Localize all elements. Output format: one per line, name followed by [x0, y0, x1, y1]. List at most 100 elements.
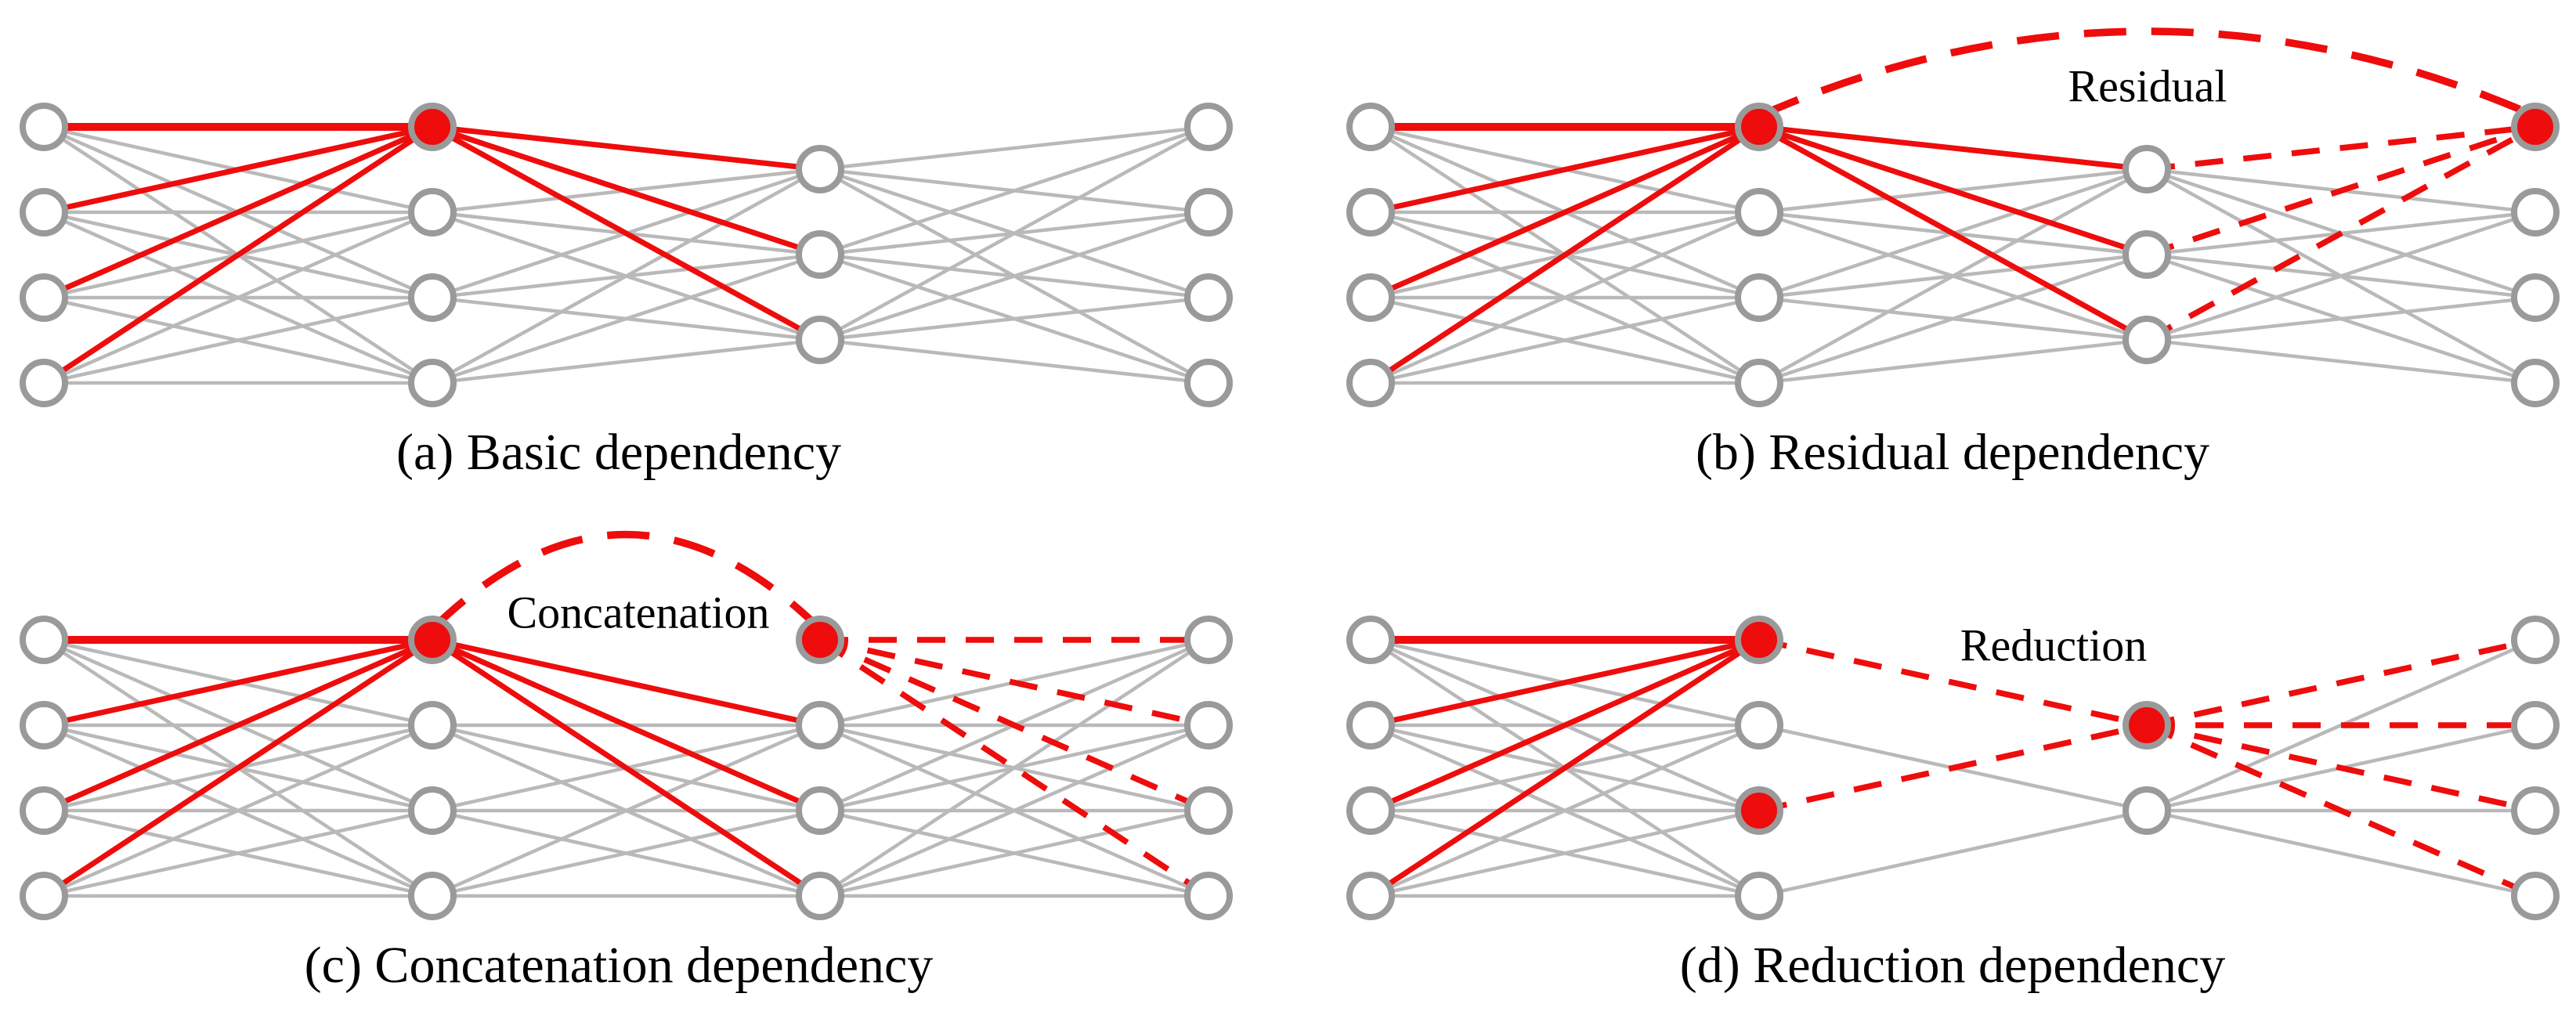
- caption-reduction: (d) Reduction dependency: [1680, 937, 2225, 994]
- node-red: [408, 103, 457, 151]
- node-gray: [20, 616, 68, 664]
- edge-gray: [1370, 808, 1760, 898]
- node-gray: [1184, 701, 1233, 750]
- edge-gray: [819, 808, 1209, 898]
- node-gray: [1184, 616, 1233, 664]
- node-gray: [2511, 188, 2560, 237]
- node-gray: [20, 103, 68, 151]
- node-gray: [2511, 359, 2560, 407]
- caption-concatenation: (c) Concatenation dependency: [305, 937, 934, 994]
- node-gray: [2511, 786, 2560, 835]
- edge-red: [1369, 124, 1761, 301]
- node-gray: [1735, 359, 1783, 407]
- node-red: [2511, 103, 2560, 151]
- node-gray: [796, 316, 844, 364]
- node-gray: [796, 786, 844, 835]
- edge-red: [1370, 637, 1760, 728]
- edge-gray: [1370, 210, 1760, 385]
- edge-red-dashed: [819, 637, 1209, 728]
- edge-gray: [43, 808, 433, 898]
- edge-red: [42, 125, 434, 385]
- edge-red: [1370, 124, 1760, 215]
- edge-red: [1758, 124, 2148, 343]
- edge-red: [1369, 638, 1761, 898]
- annotation-residual: Residual: [2068, 60, 2227, 111]
- edge-gray: [819, 125, 1209, 172]
- node-gray: [1346, 872, 1395, 920]
- edge-gray: [43, 295, 433, 385]
- node-gray: [2511, 616, 2560, 664]
- edge-gray: [1758, 252, 2148, 385]
- edge-red: [431, 124, 822, 258]
- node-gray: [1735, 273, 1783, 322]
- edge-red-dashed: [2145, 722, 2537, 899]
- node-gray: [20, 273, 68, 322]
- edge-gray: [2146, 808, 2536, 898]
- panel-reduction: Reduction (d) Reduction dependency: [1346, 616, 2560, 994]
- node-gray: [1346, 786, 1395, 835]
- edge-gray: [2146, 338, 2536, 385]
- node-gray: [1184, 273, 1233, 322]
- annotation-reduction: Reduction: [1960, 619, 2147, 670]
- node-gray: [20, 786, 68, 835]
- node-red: [1735, 103, 1783, 151]
- edge-red: [42, 637, 434, 814]
- edge-red-dashed: [1758, 637, 2148, 728]
- panel-concatenation: Concatenation(c) Concatenation dependenc…: [20, 530, 1233, 994]
- edge-red-dashed: [2146, 124, 2536, 172]
- node-gray: [796, 701, 844, 750]
- edge-gray: [819, 210, 1209, 342]
- node-gray: [1735, 701, 1783, 750]
- panel-basic: (a) Basic dependency: [20, 103, 1233, 481]
- node-gray: [1346, 701, 1395, 750]
- edge-red-dashed: [2146, 722, 2536, 814]
- node-gray: [796, 872, 844, 920]
- edge-red: [432, 124, 821, 172]
- node-gray: [20, 359, 68, 407]
- edge-gray: [819, 295, 1209, 342]
- edge-gray: [1758, 808, 2148, 898]
- edge-gray: [1370, 295, 1760, 385]
- edge-gray: [818, 638, 1210, 898]
- edge-gray: [819, 338, 1209, 385]
- edge-gray: [432, 808, 821, 898]
- edge-gray: [818, 125, 1210, 341]
- edge-gray: [432, 338, 821, 385]
- node-gray: [1184, 103, 1233, 151]
- edge-red: [1369, 125, 1761, 385]
- edge-gray: [43, 723, 433, 898]
- edge-gray: [1758, 338, 2148, 385]
- node-gray: [1184, 872, 1233, 920]
- edge-gray: [43, 210, 433, 385]
- edge-red-dashed: [818, 637, 1210, 814]
- node-gray: [408, 188, 457, 237]
- edge-red: [432, 637, 821, 728]
- node-gray: [1346, 616, 1395, 664]
- node-red: [1735, 786, 1783, 835]
- node-gray: [796, 230, 844, 279]
- edge-gray: [1758, 168, 2148, 385]
- skip-arc-concatenation: [429, 530, 823, 632]
- node-gray: [1346, 359, 1395, 407]
- node-red: [1735, 616, 1783, 664]
- edge-red: [431, 638, 822, 898]
- node-gray: [1735, 188, 1783, 237]
- node-gray: [1184, 188, 1233, 237]
- skip-arc-residual: [1758, 27, 2537, 120]
- node-gray: [2123, 316, 2171, 364]
- node-gray: [408, 701, 457, 750]
- panel-residual: Residual(b) Residual dependency: [1346, 27, 2560, 481]
- node-gray: [1184, 359, 1233, 407]
- edge-red-dashed: [2146, 637, 2536, 728]
- node-gray: [796, 145, 844, 193]
- edge-red: [431, 637, 822, 814]
- caption-basic: (a) Basic dependency: [396, 424, 841, 481]
- node-gray: [2123, 786, 2171, 835]
- node-gray: [1346, 103, 1395, 151]
- edge-gray: [432, 723, 821, 898]
- edge-red-dashed: [2145, 124, 2537, 258]
- node-gray: [2511, 701, 2560, 750]
- edge-gray: [432, 252, 821, 385]
